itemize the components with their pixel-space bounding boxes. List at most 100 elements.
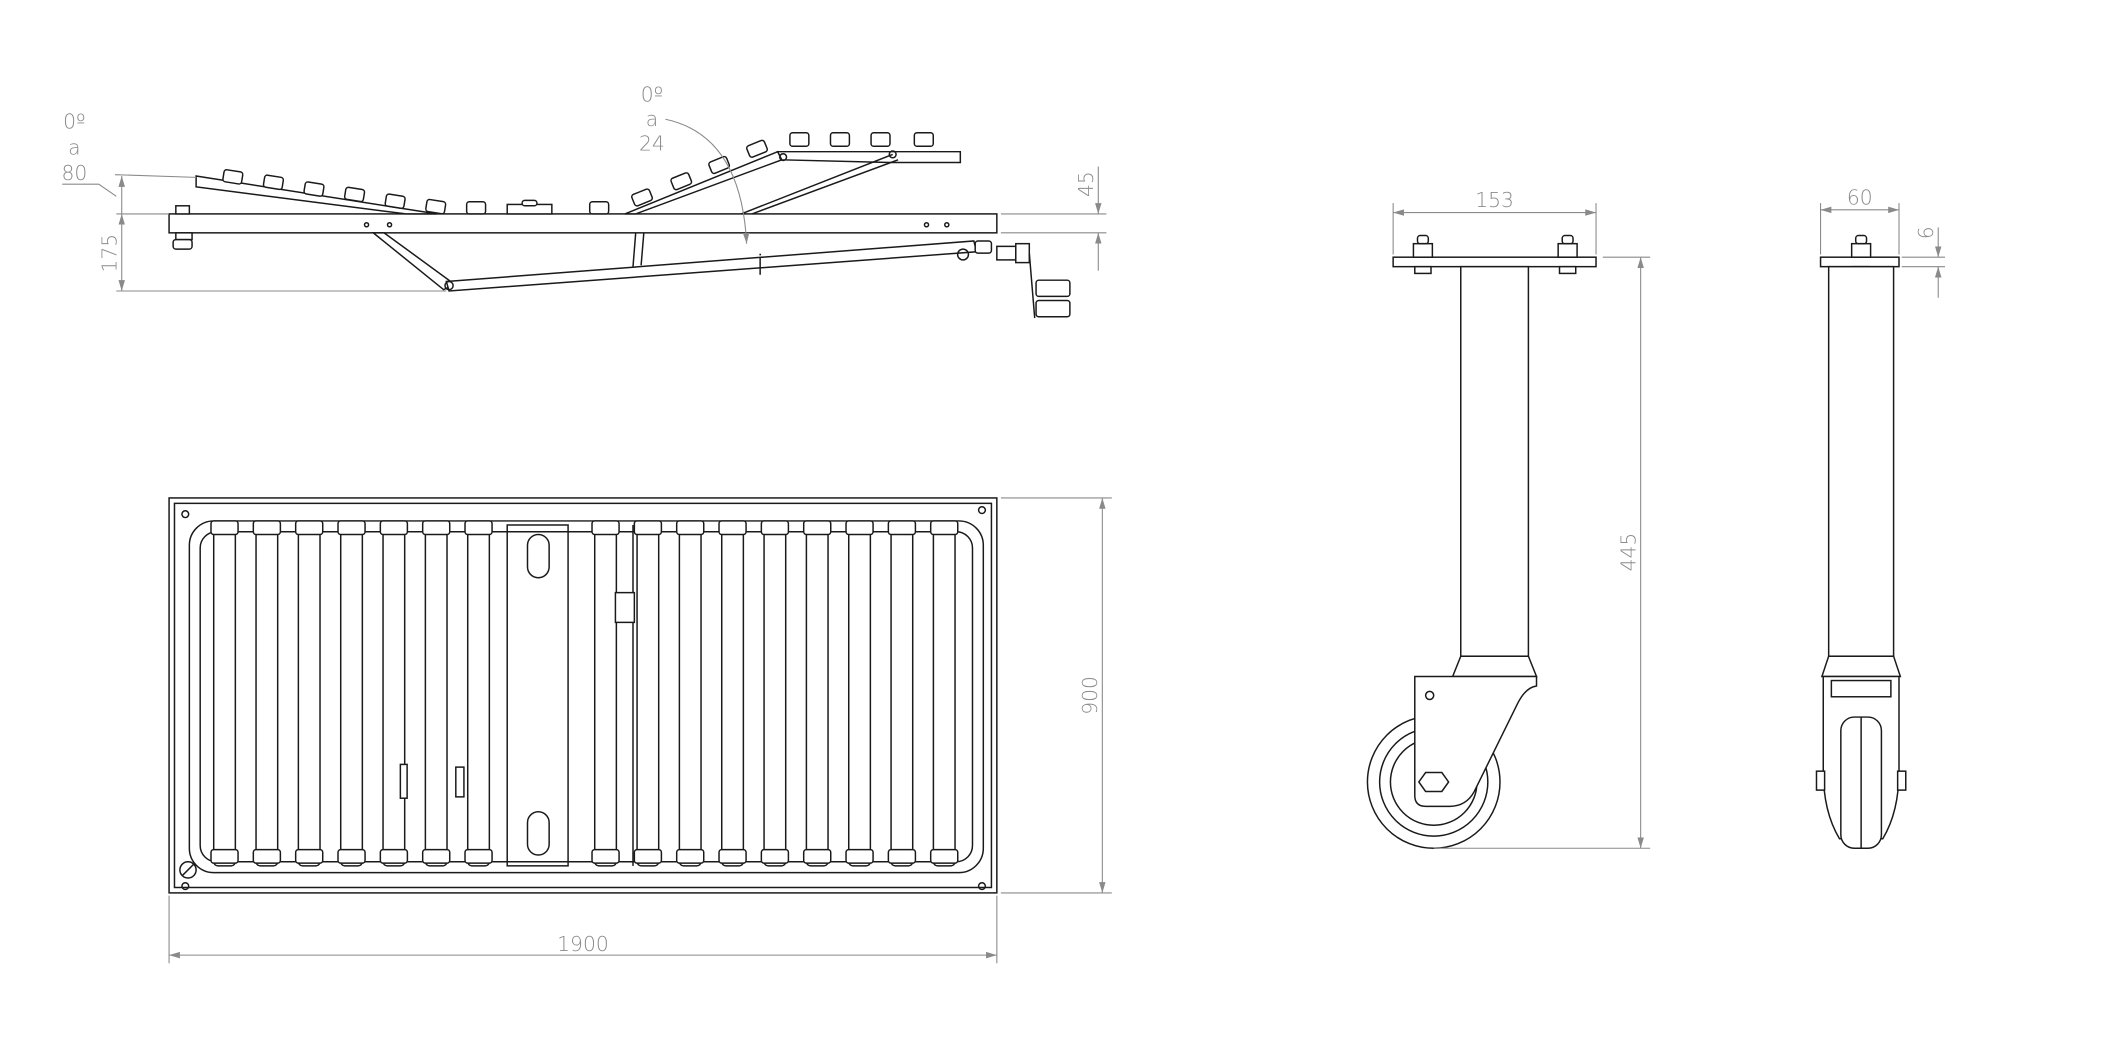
pivot-pin bbox=[779, 152, 788, 162]
slat bbox=[718, 520, 747, 867]
axle-nut bbox=[1815, 770, 1826, 791]
slat-cap bbox=[425, 198, 447, 215]
side-view: 175 45 0º a 80 0º a 24 bbox=[61, 83, 1107, 319]
bracket bbox=[455, 766, 465, 798]
caster-side-view: 60 6 bbox=[1815, 185, 1945, 850]
mounting-plate bbox=[1819, 256, 1900, 268]
slat-cap bbox=[913, 132, 935, 148]
hand-crank bbox=[996, 242, 1071, 319]
bracket bbox=[614, 591, 636, 624]
bracket bbox=[399, 763, 408, 799]
dim-label-153: 153 bbox=[1475, 188, 1514, 212]
mounting-plate bbox=[1392, 256, 1597, 268]
slat-cap bbox=[789, 132, 810, 148]
slot bbox=[526, 810, 550, 856]
caster-fork bbox=[1414, 675, 1538, 808]
side-frame-rail bbox=[168, 213, 998, 234]
slat-cap bbox=[262, 174, 285, 191]
slat-cap bbox=[746, 139, 768, 158]
slat-cap bbox=[631, 188, 654, 207]
leg-tube bbox=[1460, 265, 1530, 657]
slat-cap bbox=[303, 181, 325, 197]
dim-153: 153 bbox=[1392, 188, 1597, 255]
outer-frame bbox=[168, 497, 998, 894]
pivot-pin bbox=[444, 280, 454, 291]
axle-nut bbox=[1896, 770, 1907, 791]
legrest-slats bbox=[631, 132, 935, 207]
swivel-bearing bbox=[1830, 679, 1892, 698]
slat bbox=[210, 520, 239, 867]
side-frame-holes bbox=[363, 221, 950, 228]
center-panel bbox=[399, 524, 636, 867]
slat bbox=[421, 520, 451, 867]
pivot-pin bbox=[956, 248, 970, 261]
top-view: 900 1900 bbox=[168, 497, 1112, 964]
axle-nut bbox=[1417, 771, 1450, 793]
angle-word: a bbox=[646, 107, 658, 131]
plate-bolt bbox=[1850, 242, 1872, 258]
backrest-angle-callout: 0º a 80 bbox=[61, 110, 197, 214]
legrest-thigh-section bbox=[624, 150, 783, 215]
dim-175: 175 bbox=[97, 213, 447, 292]
slat bbox=[464, 520, 493, 867]
slat-cap bbox=[343, 186, 366, 203]
actuator-rod bbox=[445, 240, 978, 292]
pivot-pin bbox=[888, 150, 897, 159]
angle-word: a bbox=[68, 135, 80, 159]
slat-cap bbox=[222, 169, 244, 185]
left-stop bbox=[175, 205, 191, 215]
slat bbox=[633, 520, 663, 867]
backrest-slats bbox=[222, 169, 447, 215]
slat-cap bbox=[870, 132, 891, 148]
dim-label-6: 6 bbox=[1914, 226, 1938, 239]
legrest-angle-callout: 0º a 24 bbox=[639, 83, 750, 244]
angle-to: 24 bbox=[639, 131, 665, 155]
center-strut bbox=[632, 232, 637, 267]
corner-bolts bbox=[179, 505, 987, 891]
right-foot-knob bbox=[974, 240, 993, 254]
inner-frame bbox=[188, 520, 985, 874]
dim-1900: 1900 bbox=[168, 895, 998, 964]
dim-label-45: 45 bbox=[1074, 171, 1098, 197]
caster-front-view: 153 445 bbox=[1366, 188, 1651, 850]
slat-cap bbox=[829, 132, 851, 148]
dim-label-445: 445 bbox=[1616, 533, 1640, 572]
slat bbox=[760, 520, 790, 867]
slat bbox=[802, 520, 832, 867]
swivel-flange bbox=[1820, 655, 1902, 678]
fork-hole bbox=[1424, 690, 1435, 701]
slat bbox=[294, 520, 324, 867]
dim-900: 900 bbox=[1000, 497, 1112, 894]
angle-from: 0º bbox=[63, 110, 85, 134]
slat-cap bbox=[708, 155, 731, 175]
dim-45: 45 bbox=[1000, 166, 1107, 271]
slat bbox=[929, 520, 959, 867]
left-foot bbox=[175, 232, 193, 241]
dim-label-1900: 1900 bbox=[557, 932, 609, 956]
outer-frame-inner-edge bbox=[173, 502, 993, 889]
slat bbox=[675, 520, 705, 867]
legrest-support-strut-edge bbox=[751, 159, 899, 215]
legrest-support-strut bbox=[740, 153, 893, 215]
left-foot-knob bbox=[172, 238, 193, 250]
swivel-flange bbox=[1451, 655, 1538, 678]
middle-slats bbox=[465, 199, 610, 215]
leg-tube bbox=[1827, 265, 1895, 657]
dim-label-900: 900 bbox=[1078, 676, 1102, 715]
plate-bolt-cap bbox=[1854, 234, 1868, 245]
dim-label-175: 175 bbox=[97, 234, 121, 273]
slat bbox=[379, 520, 409, 867]
center-strut-edge bbox=[640, 232, 645, 266]
inner-frame-edge bbox=[199, 531, 974, 863]
legrest-calf-section bbox=[776, 150, 962, 164]
angle-from: 0º bbox=[641, 83, 663, 107]
slat bbox=[845, 520, 874, 867]
slat bbox=[252, 520, 282, 867]
dim-60: 60 bbox=[1820, 185, 1900, 255]
dim-445: 445 bbox=[1433, 256, 1651, 849]
slat bbox=[887, 520, 917, 867]
top-slats bbox=[210, 520, 959, 867]
slat-cap bbox=[670, 172, 693, 191]
slat bbox=[591, 520, 620, 867]
